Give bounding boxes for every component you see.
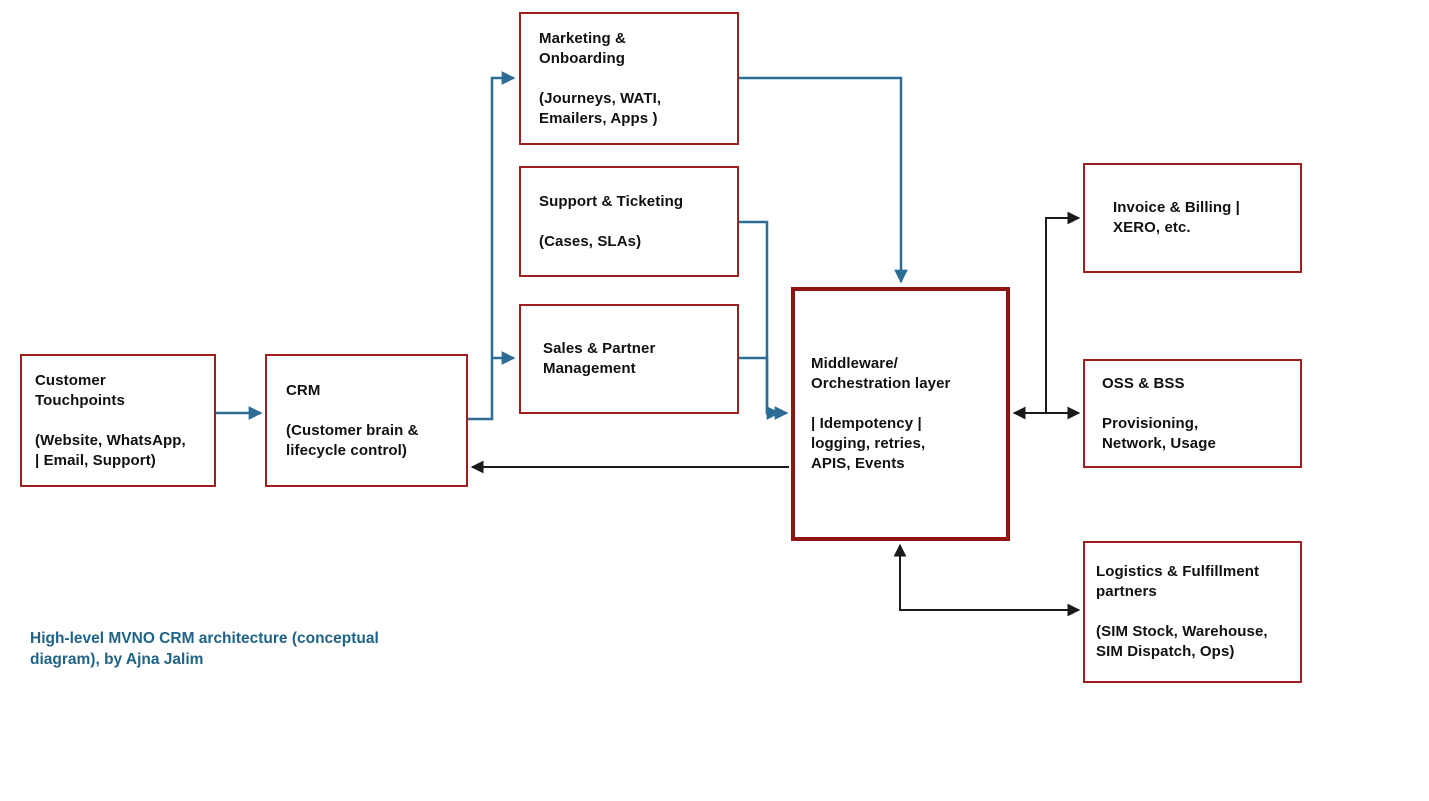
node-subtitle: (Customer brain & lifecycle control) — [286, 421, 419, 459]
edge-crm-to-marketing — [468, 71, 516, 421]
node-subtitle: | Idempotency | logging, retries, APIS, … — [811, 415, 926, 472]
node-sales-partner-management: Sales & Partner Management — [519, 304, 739, 414]
node-title: Logistics & Fulfillment partners — [1096, 563, 1260, 600]
node-title: CRM — [286, 381, 321, 399]
edge-sales-to-middleware — [739, 356, 781, 420]
node-title: Marketing & Onboarding — [539, 29, 626, 67]
node-marketing-onboarding: Marketing & Onboarding (Journeys, WATI, … — [519, 12, 739, 145]
node-support-ticketing: Support & Ticketing (Cases, SLAs) — [519, 166, 739, 277]
edge-middleware-logistics-bidir — [893, 543, 1081, 617]
node-invoice-billing: Invoice & Billing | XERO, etc. — [1083, 163, 1302, 273]
node-title: Support & Ticketing — [539, 192, 684, 210]
diagram-caption: High-level MVNO CRM architecture (concep… — [30, 630, 379, 668]
node-subtitle: Provisioning, Network, Usage — [1102, 414, 1216, 452]
node-customer-touchpoints: Customer Touchpoints (Website, WhatsApp,… — [20, 354, 216, 487]
edge-marketing-to-middleware — [739, 76, 908, 284]
edge-middleware-to-invoice — [1045, 211, 1081, 413]
node-subtitle: (Website, WhatsApp, | Email, Support) — [35, 431, 186, 469]
node-middleware-orchestration: Middleware/ Orchestration layer | Idempo… — [791, 287, 1010, 541]
node-title: Customer Touchpoints — [35, 371, 125, 409]
node-subtitle: (SIM Stock, Warehouse, SIM Dispatch, Ops… — [1096, 623, 1268, 660]
node-title: OSS & BSS — [1102, 374, 1185, 392]
node-logistics-fulfillment: Logistics & Fulfillment partners (SIM St… — [1083, 541, 1302, 683]
node-subtitle: (Journeys, WATI, Emailers, Apps ) — [539, 89, 662, 127]
node-title: Middleware/ Orchestration layer — [811, 355, 951, 392]
node-oss-bss: OSS & BSS Provisioning, Network, Usage — [1083, 359, 1302, 468]
node-crm: CRM (Customer brain & lifecycle control) — [265, 354, 468, 487]
node-subtitle: (Cases, SLAs) — [539, 232, 642, 250]
edge-support-to-middleware — [739, 220, 789, 420]
node-title: Sales & Partner Management — [543, 340, 656, 377]
node-title: Invoice & Billing | XERO, etc. — [1113, 199, 1240, 236]
